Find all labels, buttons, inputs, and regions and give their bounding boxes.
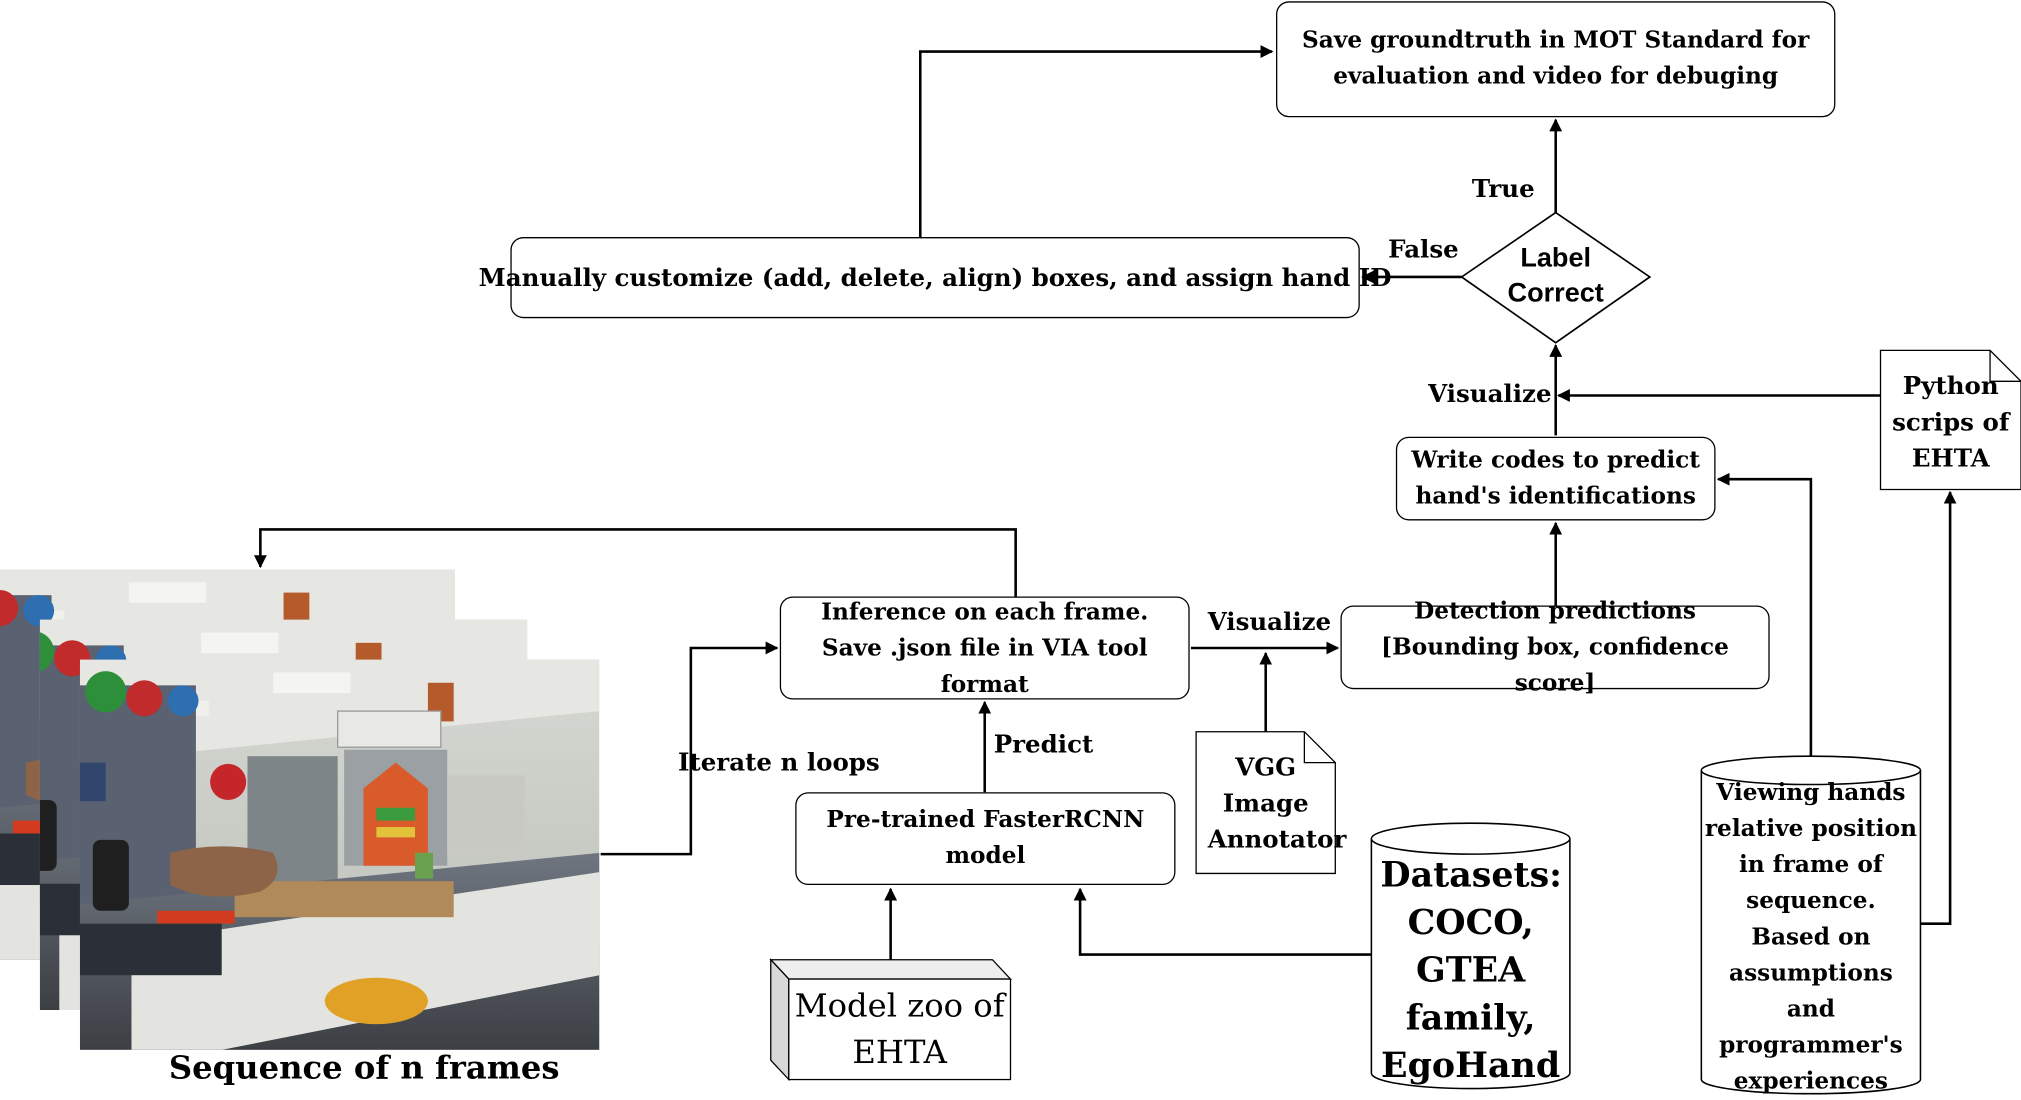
edge-label-true: True (1471, 175, 1535, 204)
python-doc-text-box: Python scrips of EHTA (1881, 361, 2021, 485)
save-groundtruth-text: Save groundtruth in MOT Standard for eva… (1302, 27, 1810, 91)
edge-viewing-to-write (1716, 472, 1813, 757)
decision-text-box: Label Correct (1482, 237, 1629, 314)
detection-node: Detection predictions [Bounding box, con… (1340, 597, 1770, 696)
decision-text: Label Correct (1507, 243, 1604, 308)
edge-frames-to-inference (600, 641, 779, 856)
edge-label-iterate: Iterate n loops (677, 748, 880, 777)
vgg-text-box: VGG Image Annotator (1196, 745, 1347, 864)
datasets-text-box: Datasets: COCO, GTEA family, EgoHand (1371, 850, 1569, 1090)
vgg-doc-shape (1195, 731, 1336, 875)
pretrained-node: Pre-trained FasterRCNN model (795, 792, 1176, 886)
python-doc-text: Python scrips of EHTA (1892, 372, 2010, 473)
write-codes-text: Write codes to predict hand's identifica… (1411, 446, 1701, 510)
vgg-text: VGG Image Annotator (1207, 753, 1347, 855)
viewing-text-box: Viewing hands relative position in frame… (1701, 779, 1920, 1095)
edge-inference-loop-back (253, 528, 1017, 597)
manual-customize-node: Manually customize (add, delete, align) … (479, 237, 1392, 319)
edge-label-visualize-mid: Visualize (1207, 608, 1332, 637)
model-zoo-text-box: Model zoo of EHTA (789, 979, 1011, 1079)
detection-text: Detection predictions [Bounding box, con… (1381, 597, 1729, 697)
decision-diamond (1460, 211, 1652, 344)
frame-stack (0, 569, 600, 1050)
edge-label-false: False (1388, 235, 1459, 265)
model-zoo-box (769, 958, 1012, 1082)
frames-caption: Sequence of n frames (168, 1048, 560, 1086)
viewing-cylinder (1700, 755, 1922, 1095)
edge-label-visualize-top: Visualize (1428, 380, 1552, 409)
inference-text: Inference on each frame. Save .json file… (821, 599, 1149, 699)
model-zoo-text: Model zoo of EHTA (794, 986, 1005, 1071)
pretrained-text: Pre-trained FasterRCNN model (826, 806, 1145, 870)
datasets-cylinder (1370, 822, 1571, 1090)
viewing-text: Viewing hands relative position in frame… (1704, 779, 1917, 1096)
edge-label-predict: Predict (993, 730, 1094, 759)
edge-viewing-to-python (1920, 490, 1957, 925)
manual-customize-text: Manually customize (add, delete, align) … (478, 263, 1392, 292)
edge-manual-to-save (918, 45, 1274, 238)
save-groundtruth-node: Save groundtruth in MOT Standard for eva… (1276, 1, 1836, 118)
inference-node: Inference on each frame. Save .json file… (779, 596, 1190, 700)
connectors (253, 45, 1957, 960)
datasets-text: Datasets: COCO, GTEA family, EgoHand (1380, 854, 1563, 1086)
edge-datasets-to-pretrained (1073, 887, 1372, 956)
write-codes-node: Write codes to predict hand's identifica… (1395, 436, 1716, 521)
